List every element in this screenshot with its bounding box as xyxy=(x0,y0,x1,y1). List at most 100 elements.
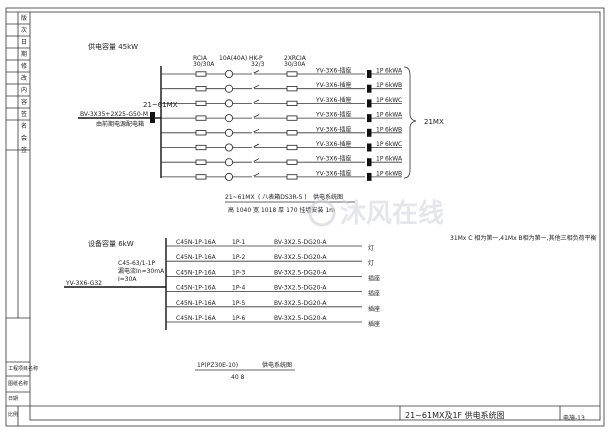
strip-label: 容 xyxy=(21,98,27,106)
branch-circuit-label: 1P-6 xyxy=(232,315,245,322)
meter-symbol xyxy=(224,84,233,93)
branch-cable-label: YV-3X6-插座 xyxy=(315,96,352,104)
branch-load-label: 插座 xyxy=(368,290,380,298)
branch-circuit-label: 1P xyxy=(376,156,384,163)
lower-caption-system: 供电系统图 xyxy=(262,361,292,369)
branch-load-label: 6kW xyxy=(385,82,398,89)
strip-footer-label: 工程项目名称 xyxy=(8,365,38,372)
header-switch-rating: 32/3 xyxy=(251,61,265,68)
branch-cable-label: BV-3X2.5-DG20-A xyxy=(274,285,327,292)
meter-box-symbol xyxy=(367,172,372,181)
branch-cable-label: YV-3X6-插座 xyxy=(315,155,352,163)
branch-load-label: 6kW xyxy=(385,126,398,133)
phase-note: 31Mx C 相为第一,41Mx B相为第一,其他三相负荷平衡 xyxy=(450,234,597,242)
branch-load-label: 灯 xyxy=(368,259,374,267)
title-strip-dividers xyxy=(399,406,561,420)
strip-label: 期 xyxy=(21,50,27,58)
branch-load-label: 灯 xyxy=(368,244,374,252)
strip-label: 会 xyxy=(21,134,27,142)
breaker-symbol xyxy=(286,86,298,92)
meter-symbol xyxy=(224,114,233,123)
drawing-title: 21~61MX及1F 供电系统图 xyxy=(405,410,505,420)
branch-circuit-label: 1P xyxy=(376,126,384,133)
branch-circuit-label: 1P-1 xyxy=(232,239,245,246)
branch-circuit-label: 1P xyxy=(376,82,384,89)
meter-box-symbol xyxy=(367,143,372,152)
meter-box-symbol xyxy=(367,84,372,93)
branch-cable-label: BV-3X2.5-DG20-A xyxy=(274,239,327,246)
lower-leakage: 漏电流In=30mA xyxy=(118,267,165,275)
branch-load-label: 6kW xyxy=(385,156,398,163)
branch-breaker-label: C45N-1P-16A xyxy=(176,239,217,246)
branch-cable-label: YV-3X6-插座 xyxy=(315,169,352,177)
strip-label: 名 xyxy=(21,122,27,130)
branch-cable-label: BV-3X2.5-DG20-A xyxy=(274,300,327,307)
branch-phase-label: A xyxy=(398,112,403,119)
breaker-symbol xyxy=(286,100,298,106)
branch-circuit-label: 1P-3 xyxy=(232,269,245,276)
rcd-symbol xyxy=(195,100,207,106)
strip-label: 改 xyxy=(21,74,27,82)
sheet-border xyxy=(5,7,605,427)
meter-symbol xyxy=(224,99,233,108)
branch-phase-label: A xyxy=(398,68,403,75)
branch-cable-label: YV-3X6-插座 xyxy=(315,81,352,89)
breaker-symbol xyxy=(286,130,298,136)
breaker-symbol xyxy=(286,174,298,180)
upper-caption-paren: ( 八表箱DS3R-5 ) xyxy=(258,193,307,201)
branch-circuit-label: 1P xyxy=(376,141,384,148)
lower-caption-box: 1P(PZ30E-10) xyxy=(197,362,238,369)
strip-label: 签 xyxy=(21,110,27,118)
lower-main-breaker: C45-63/1-1P xyxy=(118,260,155,267)
left-strip xyxy=(6,11,30,426)
strip-label: 日 xyxy=(21,39,27,46)
watermark-logo xyxy=(308,199,336,227)
lower-caption-size: 40 8 xyxy=(231,374,245,381)
rcd-symbol xyxy=(195,130,207,136)
meter-symbol xyxy=(224,70,233,79)
branch-load-label: 6kW xyxy=(385,170,398,177)
branch-load-label: 插座 xyxy=(368,305,380,313)
lower-branch-row: C45N-1P-16A 1P-1 BV-3X2.5-DG20-A 灯 xyxy=(166,239,374,252)
branch-phase-label: B xyxy=(398,170,402,177)
meter-box-symbol xyxy=(367,99,372,108)
branch-phase-label: A xyxy=(398,156,403,163)
rcd-symbol xyxy=(195,174,207,180)
branch-cable-label: YV-3X6-插座 xyxy=(315,125,352,133)
branch-breaker-label: C45N-1P-16A xyxy=(176,315,217,322)
strip-label: 修 xyxy=(21,62,27,70)
strip-footer-label: 图纸名称 xyxy=(8,380,28,387)
header-meter: 10A(40A) xyxy=(219,55,247,62)
upper-caption: 21~61MX xyxy=(225,194,255,201)
drawing-frame xyxy=(29,11,601,421)
branch-load-label: 插座 xyxy=(368,274,380,282)
branch-phase-label: C xyxy=(398,141,402,148)
branch-phase-label: B xyxy=(398,82,402,89)
branch-phase-label: C xyxy=(398,97,402,104)
branch-load-label: 6kW xyxy=(385,112,398,119)
breaker-symbol xyxy=(286,144,298,151)
branch-circuit-label: 1P xyxy=(376,112,384,119)
header-switch: HK-P xyxy=(249,55,263,62)
meter-box-symbol xyxy=(367,128,372,137)
strip-label: 版 xyxy=(21,14,27,22)
lower-incoming-cable: YV-3X6-G32 xyxy=(65,280,102,287)
branch-circuit-label: 1P xyxy=(376,97,384,104)
header-rcd-rating: 30/30A xyxy=(193,61,215,68)
meter-box-symbol xyxy=(367,70,372,78)
watermark-text: 沐风在线 xyxy=(340,199,444,229)
lower-capacity-label: 设备容量 6kW xyxy=(88,239,134,248)
rcd-symbol xyxy=(195,115,207,121)
group-label: 21MX xyxy=(424,118,444,126)
branch-phase-label: B xyxy=(398,126,402,133)
